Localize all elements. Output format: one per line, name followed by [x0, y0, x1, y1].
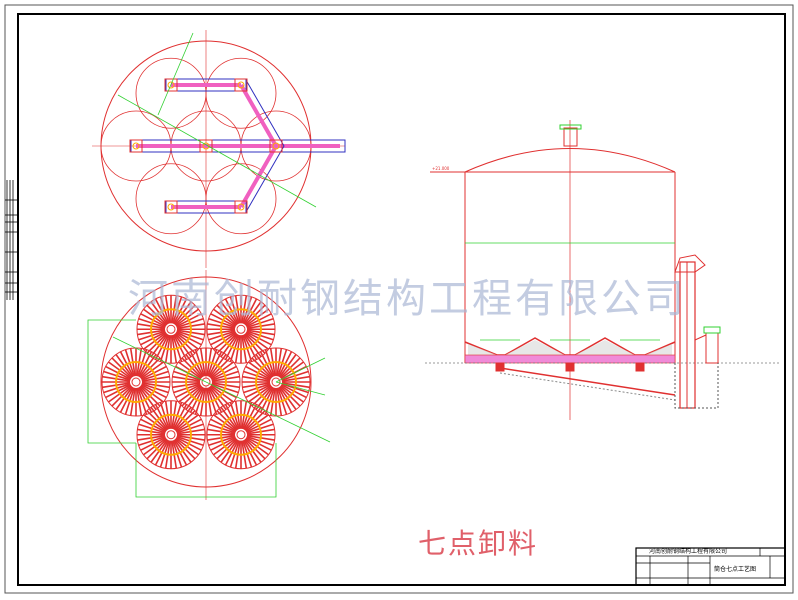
silo-elevation-section: +21.000 — [425, 120, 780, 420]
conveyor-belt — [239, 84, 279, 208]
discharge-point — [167, 81, 175, 89]
wheel-ring — [115, 361, 157, 403]
wheel-ring — [220, 413, 262, 456]
dimension-line — [275, 381, 326, 396]
title-block-company: 河南创耐钢结构工程有限公司 — [649, 548, 728, 555]
radial-discharge-wheel — [171, 347, 241, 417]
radial-discharge-wheel — [101, 347, 171, 417]
dimension-line — [117, 94, 317, 208]
dimension-line — [112, 336, 331, 443]
wheel-hub — [131, 377, 141, 387]
plan-conveyor-layout — [92, 30, 346, 268]
wheel-rim — [206, 294, 276, 364]
discharge-gate — [164, 200, 178, 214]
wheel-rim — [136, 400, 206, 470]
radial-discharge-wheel — [136, 294, 206, 364]
wheel-rim — [136, 294, 206, 364]
wheel-ring — [185, 361, 227, 403]
discharge-gate — [129, 139, 143, 153]
wheel-hub — [236, 430, 246, 440]
discharge-point — [132, 142, 140, 150]
wheel-hub — [166, 324, 176, 334]
wheel-rim — [171, 347, 241, 417]
dimension-line — [275, 357, 326, 383]
wheel-rim — [206, 400, 276, 470]
radial-discharge-wheel — [241, 347, 311, 417]
conveyor-housing — [165, 78, 247, 92]
dimension-line — [87, 319, 136, 444]
radial-discharge-wheel — [206, 400, 276, 470]
title-block — [635, 547, 786, 586]
binding-margin-marks — [5, 180, 18, 300]
wheel-ring — [220, 308, 262, 351]
discharge-gate — [269, 139, 283, 153]
wheel-hub — [236, 324, 246, 334]
conveyor-housing — [130, 139, 346, 153]
conveyor-housing — [245, 79, 285, 213]
wheel-ring — [255, 361, 297, 403]
title-block-drawing-name: 筒仓七点工艺图 — [714, 566, 757, 573]
discharge-gate — [199, 139, 213, 153]
bin-circle — [135, 57, 207, 129]
wheel-ring — [150, 308, 192, 351]
discharge-point — [237, 81, 245, 89]
svg-text:+21.000: +21.000 — [432, 166, 450, 171]
dimension-line — [135, 443, 277, 498]
bin-circle — [205, 57, 277, 129]
company-watermark: 河南创耐钢结构工程有限公司 — [128, 276, 687, 322]
dimension-line — [157, 32, 194, 116]
plan-discharge-points — [87, 270, 331, 500]
bin-circle — [135, 163, 207, 235]
discharge-point — [167, 203, 175, 211]
wheel-ring — [150, 413, 192, 456]
bin-circle — [205, 163, 277, 235]
drawing-title: 七点卸料 — [418, 527, 539, 560]
discharge-point — [272, 142, 280, 150]
conveyor-housing — [165, 200, 247, 214]
discharge-gate — [164, 78, 178, 92]
discharge-gate — [234, 200, 248, 214]
wheel-hub — [166, 430, 176, 440]
discharge-point — [237, 203, 245, 211]
radial-discharge-wheel — [206, 294, 276, 364]
discharge-gate — [234, 78, 248, 92]
inner-frame — [17, 13, 786, 586]
discharge-point — [202, 142, 210, 150]
radial-discharge-wheel — [136, 400, 206, 470]
outer-frame — [4, 4, 794, 594]
